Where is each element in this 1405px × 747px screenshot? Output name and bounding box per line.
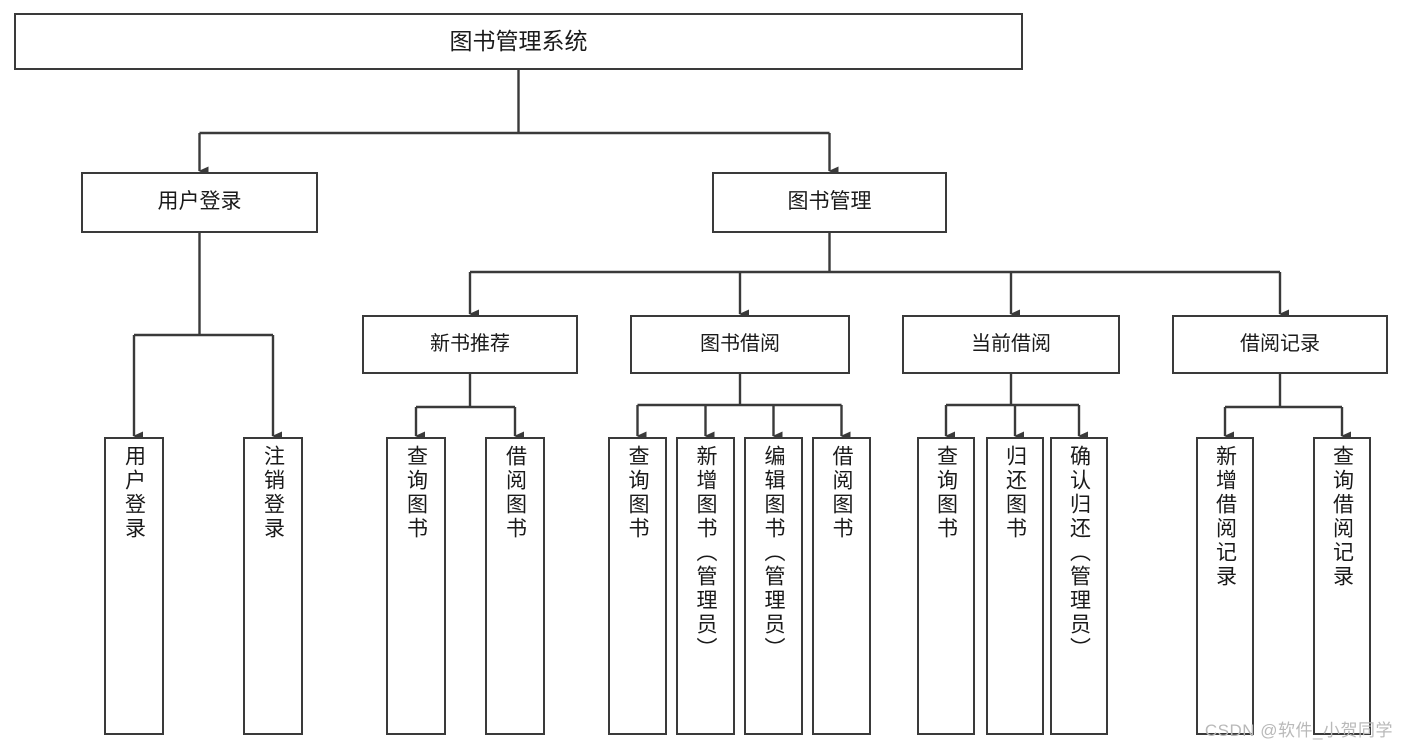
node-label-current: 当前借阅 — [971, 332, 1051, 355]
node-label-login: 用户登录 — [157, 190, 242, 214]
node-label-root: 图书管理系统 — [449, 27, 588, 54]
node-label-leaf-borrow-1: 查询图书 — [626, 445, 649, 541]
node-label-leaf-borrow-2: 新增图书（管理员） — [694, 445, 717, 661]
node-label-leaf-cur-1: 查询图书 — [934, 445, 958, 541]
node-label-leaf-login-1: 用户登录 — [122, 445, 146, 541]
node-label-leaf-borrow-3: 编辑图书（管理员） — [762, 445, 785, 661]
node-current[interactable]: 当前借阅 — [902, 315, 1120, 374]
node-label-leaf-rec-1: 新增借阅记录 — [1213, 445, 1237, 589]
node-label-borrow: 图书借阅 — [700, 332, 780, 355]
node-leaf-borrow-1[interactable]: 查询图书 — [608, 437, 667, 735]
node-label-leaf-cur-3: 确认归还（管理员） — [1067, 445, 1091, 661]
node-leaf-borrow-4[interactable]: 借阅图书 — [812, 437, 871, 735]
node-leaf-cur-2[interactable]: 归还图书 — [986, 437, 1044, 735]
node-records[interactable]: 借阅记录 — [1172, 315, 1388, 374]
node-leaf-borrow-3[interactable]: 编辑图书（管理员） — [744, 437, 803, 735]
node-newbook[interactable]: 新书推荐 — [362, 315, 578, 374]
node-leaf-rec-1[interactable]: 新增借阅记录 — [1196, 437, 1254, 735]
node-leaf-cur-3[interactable]: 确认归还（管理员） — [1050, 437, 1108, 735]
node-label-bookmgmt: 图书管理 — [787, 190, 872, 214]
node-login[interactable]: 用户登录 — [81, 172, 318, 233]
node-leaf-new-1[interactable]: 查询图书 — [386, 437, 446, 735]
node-label-leaf-login-2: 注销登录 — [261, 445, 285, 541]
node-leaf-login-1[interactable]: 用户登录 — [104, 437, 164, 735]
node-label-records: 借阅记录 — [1240, 332, 1320, 355]
node-label-leaf-borrow-4: 借阅图书 — [830, 445, 853, 541]
node-root[interactable]: 图书管理系统 — [14, 13, 1023, 70]
node-leaf-cur-1[interactable]: 查询图书 — [917, 437, 975, 735]
csdn-watermark: CSDN @软件_小贺同学 — [1204, 721, 1393, 740]
node-bookmgmt[interactable]: 图书管理 — [712, 172, 947, 233]
edges — [132, 70, 1351, 441]
node-label-leaf-cur-2: 归还图书 — [1003, 445, 1027, 541]
node-leaf-new-2[interactable]: 借阅图书 — [485, 437, 545, 735]
node-leaf-borrow-2[interactable]: 新增图书（管理员） — [676, 437, 735, 735]
node-label-leaf-rec-2: 查询借阅记录 — [1330, 445, 1354, 589]
node-label-leaf-new-2: 借阅图书 — [503, 445, 527, 541]
node-leaf-login-2[interactable]: 注销登录 — [243, 437, 303, 735]
node-label-newbook: 新书推荐 — [430, 332, 510, 355]
node-borrow[interactable]: 图书借阅 — [630, 315, 850, 374]
node-label-leaf-new-1: 查询图书 — [404, 445, 428, 541]
node-leaf-rec-2[interactable]: 查询借阅记录 — [1313, 437, 1371, 735]
